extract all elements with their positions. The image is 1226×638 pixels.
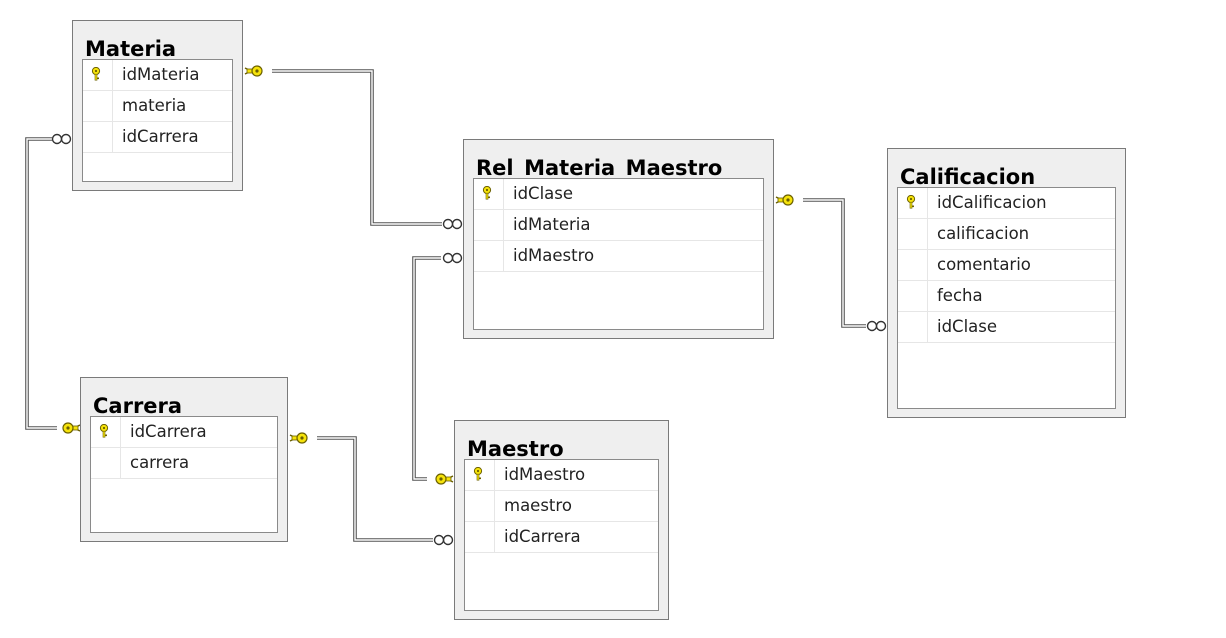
infinity-connector-icon bbox=[866, 320, 887, 332]
table-carrera[interactable]: Carrera idCarrera carrera bbox=[80, 377, 288, 542]
column-row[interactable]: idMaestro bbox=[474, 241, 763, 272]
column-name: idMaestro bbox=[513, 246, 595, 265]
key-cell bbox=[465, 491, 495, 521]
key-cell bbox=[91, 448, 121, 478]
column-grid: idMaestro maestro idCarrera bbox=[464, 459, 659, 611]
key-cell bbox=[465, 522, 495, 552]
relationship-line bbox=[26, 138, 57, 429]
table-maestro[interactable]: Maestro idMaestro maestro idCarrera bbox=[454, 420, 669, 620]
key-cell bbox=[83, 60, 113, 90]
column-name: idMateria bbox=[513, 215, 591, 234]
column-name: idCalificacion bbox=[937, 193, 1047, 212]
key-cell bbox=[898, 188, 928, 218]
column-row[interactable]: idMateria bbox=[83, 60, 232, 91]
key-icon bbox=[473, 467, 483, 481]
column-name: materia bbox=[122, 96, 187, 115]
column-grid: idCarrera carrera bbox=[90, 416, 278, 533]
column-name: carrera bbox=[130, 453, 190, 472]
column-name: idClase bbox=[513, 184, 574, 203]
key-cell bbox=[474, 179, 504, 209]
column-row[interactable]: calificacion bbox=[898, 219, 1115, 250]
key-icon bbox=[906, 195, 916, 209]
key-cell bbox=[898, 281, 928, 311]
column-row[interactable]: idCarrera bbox=[465, 522, 658, 553]
table-materia[interactable]: Materia idMateria materia idCarrera bbox=[72, 20, 243, 191]
table-title: Rel_Materia_Maestro bbox=[476, 156, 723, 180]
relationship-line bbox=[317, 437, 433, 541]
key-cell bbox=[898, 312, 928, 342]
relationship-line bbox=[272, 70, 442, 225]
key-cell bbox=[465, 460, 495, 490]
column-row[interactable]: idCalificacion bbox=[898, 188, 1115, 219]
infinity-connector-icon bbox=[442, 218, 463, 230]
key-connector-icon bbox=[62, 422, 81, 434]
column-row[interactable]: idMateria bbox=[474, 210, 763, 241]
relationship-line bbox=[25, 137, 57, 430]
relationship-line bbox=[803, 199, 866, 327]
infinity-connector-icon bbox=[442, 252, 463, 264]
column-row[interactable]: fecha bbox=[898, 281, 1115, 312]
key-icon bbox=[91, 67, 101, 81]
column-name: idMaestro bbox=[504, 465, 586, 484]
relationship-line bbox=[803, 198, 866, 328]
key-connector-icon bbox=[775, 194, 794, 206]
column-name: idCarrera bbox=[504, 527, 581, 546]
column-name: idClase bbox=[937, 317, 998, 336]
column-row[interactable]: idClase bbox=[474, 179, 763, 210]
key-cell bbox=[91, 417, 121, 447]
column-row[interactable]: materia bbox=[83, 91, 232, 122]
column-row[interactable]: idMaestro bbox=[465, 460, 658, 491]
key-cell bbox=[474, 210, 504, 240]
table-title: Carrera bbox=[93, 394, 183, 418]
relationship-line bbox=[413, 257, 441, 480]
column-name: comentario bbox=[937, 255, 1031, 274]
column-row[interactable]: maestro bbox=[465, 491, 658, 522]
column-name: idCarrera bbox=[122, 127, 199, 146]
column-name: fecha bbox=[937, 286, 983, 305]
column-row[interactable]: carrera bbox=[91, 448, 277, 479]
column-name: idCarrera bbox=[130, 422, 207, 441]
table-calificacion[interactable]: Calificacion idCalificacion calificacion… bbox=[887, 148, 1126, 418]
column-row[interactable]: idClase bbox=[898, 312, 1115, 343]
relationship-line bbox=[272, 69, 442, 226]
column-name: maestro bbox=[504, 496, 572, 515]
key-cell bbox=[83, 91, 113, 121]
column-grid: idMateria materia idCarrera bbox=[82, 59, 233, 182]
key-cell bbox=[83, 122, 113, 152]
infinity-connector-icon bbox=[51, 133, 72, 145]
table-title: Maestro bbox=[467, 437, 564, 461]
key-connector-icon bbox=[244, 65, 263, 77]
key-connector-icon bbox=[289, 432, 308, 444]
key-connector-icon bbox=[435, 473, 454, 485]
column-grid: idCalificacion calificacion comentario f… bbox=[897, 187, 1116, 409]
table-title: Materia bbox=[85, 37, 177, 61]
table-rel-materia-maestro[interactable]: Rel_Materia_Maestro idClase idMateria id… bbox=[463, 139, 774, 339]
infinity-connector-icon bbox=[433, 534, 454, 546]
column-row[interactable]: idCarrera bbox=[83, 122, 232, 153]
key-icon bbox=[482, 186, 492, 200]
column-grid: idClase idMateria idMaestro bbox=[473, 178, 764, 330]
key-cell bbox=[898, 219, 928, 249]
key-icon bbox=[99, 424, 109, 438]
column-row[interactable]: comentario bbox=[898, 250, 1115, 281]
key-cell bbox=[474, 241, 504, 271]
table-title: Calificacion bbox=[900, 165, 1036, 189]
column-name: calificacion bbox=[937, 224, 1030, 243]
column-name: idMateria bbox=[122, 65, 200, 84]
column-row[interactable]: idCarrera bbox=[91, 417, 277, 448]
relationship-line bbox=[412, 256, 441, 481]
key-cell bbox=[898, 250, 928, 280]
